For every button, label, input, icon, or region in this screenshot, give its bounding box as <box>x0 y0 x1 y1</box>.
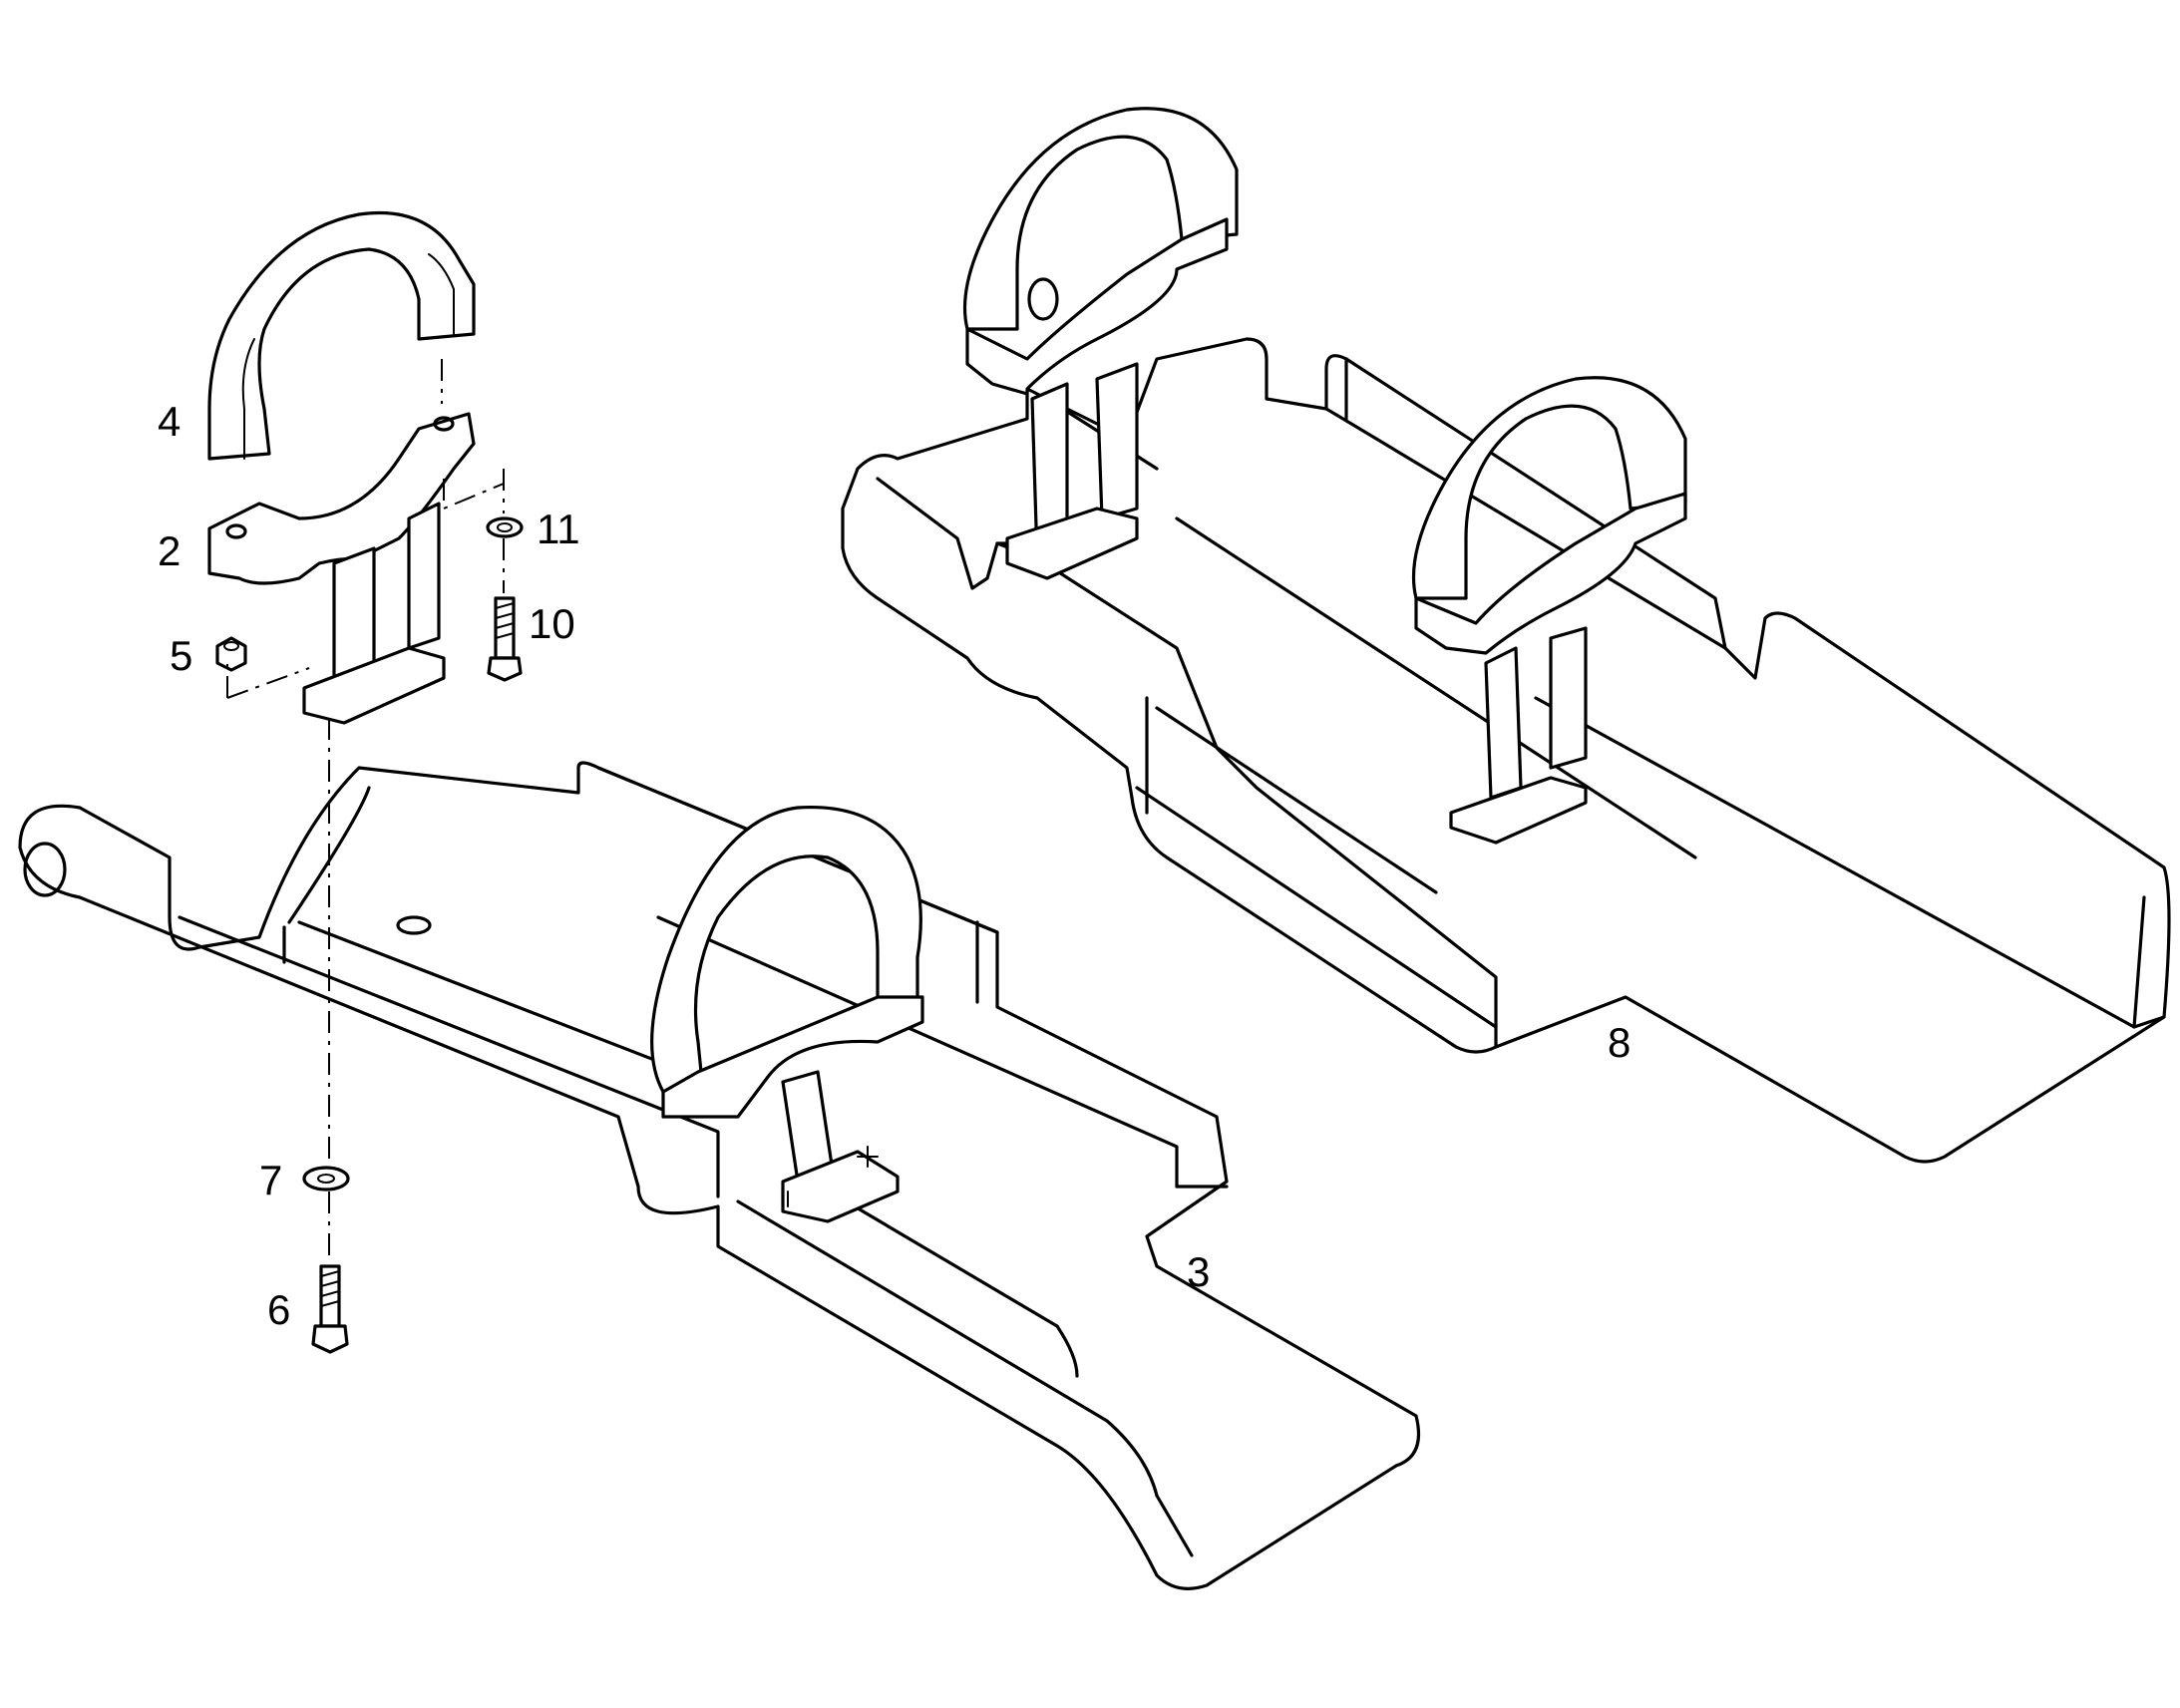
callout-label-6: 6 <box>267 1286 290 1333</box>
callout-label-11: 11 <box>537 506 580 552</box>
washer-part-11 <box>486 516 524 538</box>
frame-part-8 <box>841 337 2171 1164</box>
bolt-part-6 <box>311 1264 349 1354</box>
callout-label-4: 4 <box>158 398 181 445</box>
callout-label-3: 3 <box>1187 1248 1210 1295</box>
callout-label-7: 7 <box>259 1157 282 1203</box>
washer-part-7 <box>302 1166 350 1192</box>
assembly-center-lines <box>226 359 505 1261</box>
bolt-part-10 <box>487 596 523 682</box>
left-frame-clamp-assembly <box>650 805 924 1223</box>
callout-label-10: 10 <box>529 600 575 647</box>
right-frame-rear-clamp <box>962 107 1239 580</box>
callout-label-5: 5 <box>170 632 192 679</box>
callout-label-8: 8 <box>1608 1019 1631 1066</box>
callout-labels: 4 2 11 10 5 7 6 3 8 <box>158 398 1631 1333</box>
right-frame-front-clamp <box>1411 376 1687 845</box>
clamp-cap-part-4 <box>207 210 476 461</box>
nut-part-5 <box>215 636 247 672</box>
callout-label-2: 2 <box>158 527 181 574</box>
clamp-base-part-2 <box>207 412 476 725</box>
